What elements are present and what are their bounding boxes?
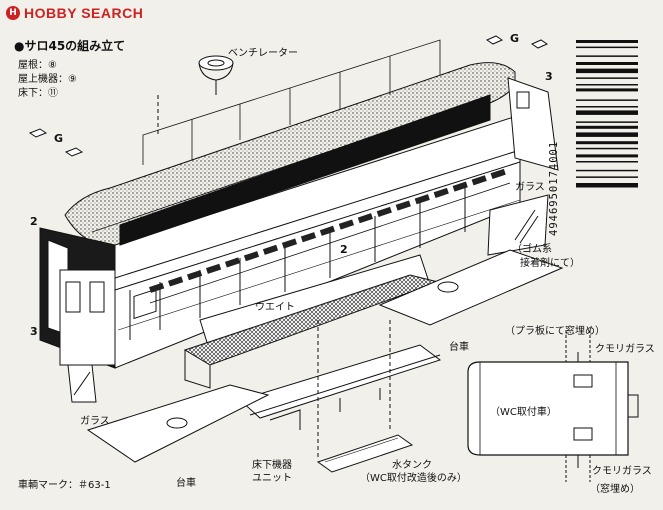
part-number-g-left: G [54,132,64,145]
bogie-label-right: 台車 [449,342,469,353]
ventilator-label: ベンチレーター [228,48,298,59]
weight-label: ウエイト [255,302,295,313]
chassis-left [86,384,270,463]
part-number-2-mid: 2 [340,243,348,256]
g-part-left [28,128,84,157]
legend-roof-equipment: 屋上機器：⑨ [18,74,77,85]
underfloor-label-2: ユニット [252,473,292,484]
car-body [39,94,521,369]
part-number-3-left: 3 [30,325,38,338]
glass-label-right: ガラス [515,182,545,193]
barcode-number: 4946950174001 [548,140,560,236]
wc-installed-label: （WC取付車） [490,407,557,418]
glass-right [487,194,549,256]
frosted-glass-bottom-label: クモリガラス [592,466,652,477]
water-tank-label-1: 水タンク [392,460,432,471]
car-mark-label: 車輌マーク：＃63-1 [18,480,111,491]
legend-underfloor: 床下：⑪ [18,88,58,99]
window-fill-label: （窓埋め） [590,484,640,495]
water-tank-label-2: （WC取付改造後のみ） [360,473,467,484]
underfloor-label-1: 床下機器 [252,460,292,471]
page-title: ●サロ45の組み立て [14,39,126,53]
legend-roof: 屋根：⑧ [18,60,57,71]
bogie-label-left: 台車 [176,478,196,489]
logo-badge: H [6,6,20,20]
water-tank [316,434,414,473]
end-panel-right [507,77,559,171]
glass-label-left: ガラス [80,416,110,427]
glue-note-1: （ゴム系 [512,244,552,255]
chassis-right [378,249,564,326]
wc-plan-view [467,330,639,482]
glue-note-2: 接着剤にて） [520,258,580,269]
part-number-3-top: 3 [545,70,553,83]
part-number-2-left: 2 [30,215,38,228]
hobby-search-logo: H HOBBY SEARCH [6,5,143,21]
g-part-top [485,35,549,49]
plastic-fill-note: （プラ板にて窓埋め） [505,326,605,337]
part-number-g-top: G [510,32,520,45]
barcode [576,40,638,188]
frosted-glass-top-label: クモリガラス [595,344,655,355]
logo-text: HOBBY SEARCH [24,5,144,21]
ventilator-part [198,55,234,95]
